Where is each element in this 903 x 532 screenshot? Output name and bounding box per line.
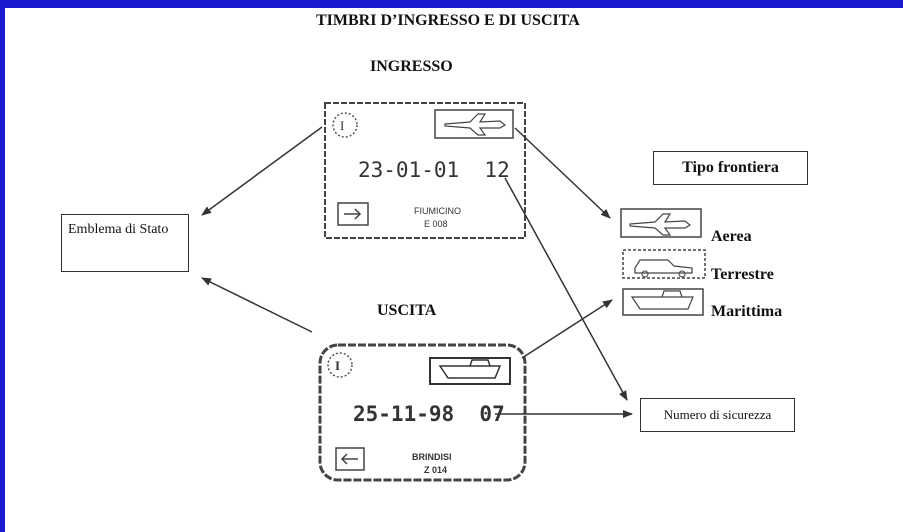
country-circle-icon [332,112,358,138]
entry-country-mark: I [340,118,345,133]
security-number-box: Numero di sicurezza [640,398,795,432]
air-border-icon [620,208,702,238]
exit-code: Z 014 [424,465,448,475]
entry-stamp [324,102,526,239]
sea-border-icon [622,288,704,316]
exit-country-mark: I [335,358,341,373]
emblem-box: Emblema di Stato [61,214,189,272]
entry-code: E 008 [424,219,448,229]
entry-arrow-icon [337,202,369,226]
border-type-land-label: Terrestre [711,266,774,283]
slide-title: TIMBRI D’INGRESSO E DI USCITA [316,12,580,29]
entry-heading: INGRESSO [370,58,453,75]
entry-date-time: 23-01-01 12 [358,158,510,182]
connector-arrows [201,126,633,418]
exit-date-time: 25-11-98 07 [353,402,505,426]
border-type-heading: Tipo frontiera [653,151,808,185]
ship-icon [429,357,511,385]
country-circle-icon [327,352,353,378]
border-type-sea-label: Marittima [711,303,783,320]
airplane-icon [434,109,514,139]
slide-left-border [0,0,5,532]
slide-top-border [0,0,903,8]
exit-arrow-icon [335,447,365,471]
exit-place: BRINDISI [412,452,452,462]
land-border-icon [622,249,706,279]
entry-place: FIUMICINO [414,206,461,216]
border-type-air-label: Aerea [711,228,752,245]
exit-stamp [318,343,527,482]
exit-heading: USCITA [377,302,437,319]
